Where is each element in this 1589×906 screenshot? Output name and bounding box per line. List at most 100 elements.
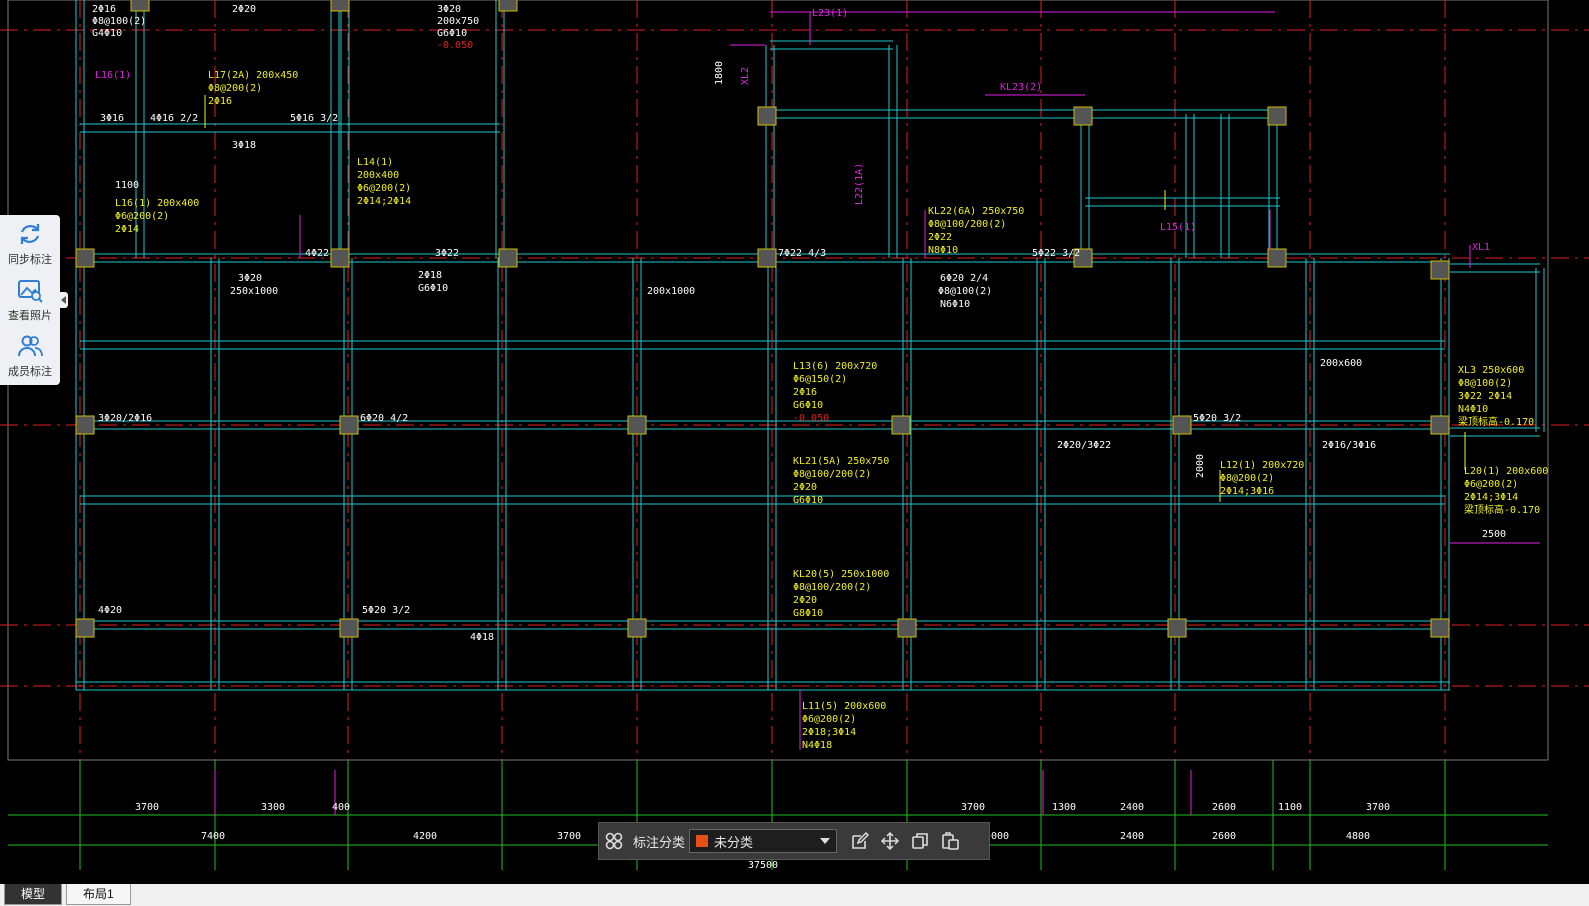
dimension-label-bottom: 4200	[413, 831, 437, 842]
rebar-annotation: Φ8@100/200(2)	[793, 469, 871, 480]
tab-layout1[interactable]: 布局1	[66, 884, 131, 905]
rebar-annotation: 4Φ20	[98, 605, 122, 616]
rebar-annotation: 2Φ14;3Φ16	[1220, 486, 1274, 497]
rebar-annotation: L15(1)	[1160, 222, 1196, 233]
grid-icon	[605, 832, 623, 850]
rebar-annotation: 7Φ22 4/3	[778, 248, 826, 259]
sync-icon	[20, 223, 40, 244]
dimension-label-top: 3300	[261, 802, 285, 813]
column	[1267, 248, 1287, 268]
layout-tab-bar: 模型 布局1	[0, 884, 1589, 906]
dimension-label-top: 3700	[1366, 802, 1390, 813]
grid-view-button[interactable]	[599, 826, 629, 856]
rebar-annotation: 2Φ22	[928, 232, 952, 243]
column	[498, 0, 518, 12]
rebar-annotation: 3Φ20	[437, 4, 461, 15]
rebar-annotation: 5Φ20 3/2	[362, 605, 410, 616]
column	[339, 415, 359, 435]
rebar-annotation: 4Φ18	[470, 632, 494, 643]
rebar-annotation: L20(1) 200x600	[1464, 466, 1548, 477]
rebar-annotation: 2000	[1195, 454, 1206, 478]
dimension-label-bottom: 4800	[1346, 831, 1370, 842]
rebar-annotation: G6Φ10	[437, 28, 467, 39]
rebar-annotation: Φ6@200(2)	[802, 714, 856, 725]
column	[757, 106, 777, 126]
move-button[interactable]	[875, 826, 905, 856]
column	[1267, 106, 1287, 126]
rebar-annotation: 200x400	[357, 170, 399, 181]
tab-model[interactable]: 模型	[4, 884, 63, 905]
rebar-annotation: 5Φ20 3/2	[1193, 413, 1241, 424]
rebar-annotation: 3Φ20/2Φ16	[98, 413, 152, 424]
rebar-annotation: N6Φ10	[940, 299, 970, 310]
edit-button[interactable]	[845, 826, 875, 856]
view-photo-label: 查看照片	[8, 309, 52, 322]
rebar-annotation: L13(6) 200x720	[793, 361, 877, 372]
rebar-annotation: L16(1) 200x400	[115, 198, 199, 209]
rebar-annotation: 200x750	[437, 16, 479, 27]
rebar-annotation: Φ6@150(2)	[793, 374, 847, 385]
view-photo-button[interactable]: 查看照片	[0, 271, 60, 327]
rebar-annotation: G6Φ10	[793, 400, 823, 411]
copy-button[interactable]	[905, 826, 935, 856]
paste-button[interactable]	[935, 826, 965, 856]
column	[330, 0, 350, 12]
rebar-annotation: 2Φ16	[92, 4, 116, 15]
side-panel: 同步标注 查看照片 成员标注	[0, 215, 60, 385]
member-annotation-button[interactable]: 成员标注	[0, 327, 60, 383]
rebar-annotation: 1100	[115, 180, 139, 191]
rebar-annotation: 3Φ20	[238, 273, 262, 284]
rebar-annotation: 200x600	[1320, 358, 1362, 369]
rebar-annotation: Φ6@200(2)	[1464, 479, 1518, 490]
column	[1167, 618, 1187, 638]
rebar-annotation: KL21(5A) 250x750	[793, 456, 889, 467]
column	[339, 618, 359, 638]
rebar-annotation: 2Φ20	[793, 482, 817, 493]
column	[1430, 260, 1450, 280]
rebar-annotation: XL3 250x600	[1458, 365, 1524, 376]
rebar-annotation: 4Φ16 2/2	[150, 113, 198, 124]
category-label: 标注分类	[633, 834, 686, 850]
dimension-label-top: 2600	[1212, 802, 1236, 813]
member-annotation-label: 成员标注	[8, 365, 52, 378]
rebar-annotation: 2Φ20	[232, 4, 256, 15]
rebar-annotation: Φ8@200(2)	[1220, 473, 1274, 484]
rebar-annotation: L22(1A)	[854, 163, 865, 205]
rebar-annotation: Φ8@200(2)	[208, 83, 262, 94]
chevron-down-icon	[820, 838, 831, 844]
category-select[interactable]: 未分类	[689, 829, 838, 853]
rebar-annotation: G6Φ10	[418, 283, 448, 294]
move-icon	[880, 831, 900, 851]
rebar-annotation: Φ6@200(2)	[357, 183, 411, 194]
photo-icon	[18, 279, 43, 303]
members-icon	[18, 335, 43, 356]
rebar-annotation: 3Φ22	[435, 248, 459, 259]
sync-annotation-button[interactable]: 同步标注	[0, 215, 60, 271]
column	[1073, 248, 1093, 268]
rebar-annotation: KL20(5) 250x1000	[793, 569, 889, 580]
rebar-annotation: Φ6@200(2)	[115, 211, 169, 222]
rebar-annotation: 3Φ22 2Φ14	[1458, 391, 1512, 402]
sync-annotation-label: 同步标注	[8, 253, 52, 266]
rebar-annotation: 3Φ18	[232, 140, 256, 151]
dimension-label-top: 3700	[961, 802, 985, 813]
category-value: 未分类	[714, 834, 754, 850]
rebar-annotation: L12(1) 200x720	[1220, 460, 1304, 471]
rebar-annotation: 6Φ20 2/4	[940, 273, 988, 284]
rebar-annotation: 2Φ14;3Φ14	[1464, 492, 1518, 503]
rebar-annotation: 2Φ16/3Φ16	[1322, 440, 1376, 451]
dimension-label-total: 37500	[748, 860, 778, 871]
copy-icon	[912, 833, 928, 849]
column	[1172, 415, 1192, 435]
column	[897, 618, 917, 638]
dimension-label-bottom: 7400	[201, 831, 225, 842]
collapse-panel-button[interactable]	[60, 292, 68, 308]
rebar-annotation: -0.050	[437, 40, 473, 51]
rebar-annotation: L23(1)	[812, 8, 848, 19]
rebar-annotation: 2Φ18	[418, 270, 442, 281]
rebar-annotation: 6Φ20 4/2	[360, 413, 408, 424]
rebar-annotation: XL1	[1472, 242, 1490, 253]
rebar-annotation: L11(5) 200x600	[802, 701, 886, 712]
column	[330, 248, 350, 268]
